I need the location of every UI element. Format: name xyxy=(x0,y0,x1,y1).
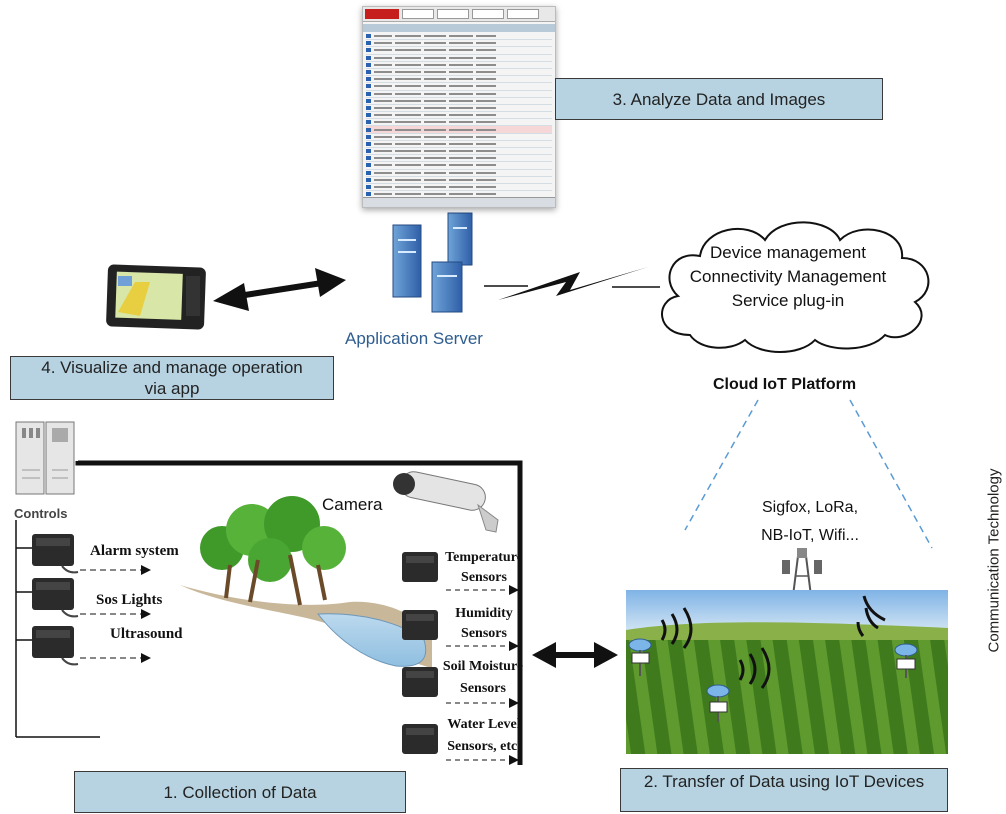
communication-technology-label: Communication Technology xyxy=(985,468,1003,653)
server-icon xyxy=(392,212,473,313)
sensor-soil-line2: Sensors xyxy=(460,681,506,696)
sensor-temperature-line2: Sensors xyxy=(461,570,507,585)
tablet-server-arrow xyxy=(213,268,346,311)
cloud-line-device-management: Device management xyxy=(710,243,866,262)
sensor-temperature-label: Temperature Sensors xyxy=(434,548,534,588)
cloud-platform-services: Device management Connectivity Managemen… xyxy=(668,241,908,313)
table-row xyxy=(366,62,552,69)
cloud-platform-caption: Cloud IoT Platform xyxy=(713,376,857,393)
table-row xyxy=(366,76,552,84)
output-ultrasound-label: Ultrasound xyxy=(110,626,183,642)
table-row xyxy=(366,40,552,48)
protocols-line-1: Sigfox, LoRa, xyxy=(761,499,859,516)
protocols-line-2: NB-IoT, Wifi... xyxy=(761,527,859,544)
step-transfer-box: 2. Transfer of Data using IoT Devices xyxy=(620,768,948,812)
step-visualize-box: 4. Visualize and manage operation via ap… xyxy=(10,356,334,400)
table-row xyxy=(366,162,552,170)
sensor-dashed-arrows xyxy=(446,585,519,765)
table-row xyxy=(366,126,552,134)
step-analyze-box: 3. Analyze Data and Images xyxy=(555,78,883,120)
application-server-label: Application Server xyxy=(345,329,483,348)
cloud-tower-link-left xyxy=(684,399,759,531)
sensor-devices xyxy=(402,552,438,754)
sensor-soil-moisture-label: Soil Moisture Sensors xyxy=(428,656,538,700)
sensor-water-line2: Sensors, etc. xyxy=(447,739,521,754)
camera-label: Camera xyxy=(322,495,383,514)
farm-field-image xyxy=(626,590,948,754)
sensor-humidity-label: Humidity Sensors xyxy=(434,604,534,644)
table-row xyxy=(366,47,552,55)
sensor-field-arrow xyxy=(532,642,618,668)
step-collection-box: 1. Collection of Data xyxy=(74,771,406,813)
cloud-line-connectivity: Connectivity Management xyxy=(689,267,887,286)
table-row xyxy=(366,91,552,98)
table-row xyxy=(366,55,552,62)
output-sos-label: Sos Lights xyxy=(96,592,163,608)
wireless-link-icon xyxy=(484,267,660,300)
table-row xyxy=(366,134,552,141)
sensor-temperature-line1: Temperature xyxy=(445,550,523,565)
controls-cabinet-icon xyxy=(15,421,75,495)
data-table-screenshot xyxy=(362,6,556,208)
table-row xyxy=(366,170,552,177)
cloud-tower-link-right xyxy=(849,399,933,549)
table-row xyxy=(366,69,552,77)
table-row xyxy=(366,83,552,91)
table-row xyxy=(366,155,552,163)
cloud-shape xyxy=(661,221,930,353)
table-row xyxy=(366,119,552,127)
table-row xyxy=(366,98,552,105)
table-row xyxy=(366,112,552,120)
sensor-water-line1: Water Level xyxy=(447,717,521,732)
control-bus-line xyxy=(75,460,523,765)
cell-tower-icon xyxy=(782,548,822,597)
table-row xyxy=(366,33,552,41)
table-row xyxy=(366,105,552,113)
table-row xyxy=(366,184,552,192)
cloud-line-service-plugin: Service plug-in xyxy=(731,291,845,310)
sensor-humidity-line2: Sensors xyxy=(461,626,507,641)
table-row xyxy=(366,148,552,156)
actuator-devices xyxy=(32,534,79,666)
protocols-label: Sigfox, LoRa, NB-IoT, Wifi... xyxy=(741,494,879,550)
river-trees-illustration xyxy=(180,496,432,668)
controls-label: Controls xyxy=(14,506,68,521)
table-row xyxy=(366,177,552,184)
table-row xyxy=(366,141,552,148)
output-alarm-label: Alarm system xyxy=(90,543,179,559)
sensor-water-level-label: Water Level Sensors, etc. xyxy=(434,714,534,758)
tablet-device-icon xyxy=(106,264,206,330)
camera-icon xyxy=(393,471,499,533)
sensor-soil-line1: Soil Moisture xyxy=(442,659,524,674)
actuator-dashed-arrows xyxy=(80,565,151,663)
sensor-humidity-line1: Humidity xyxy=(455,606,513,621)
